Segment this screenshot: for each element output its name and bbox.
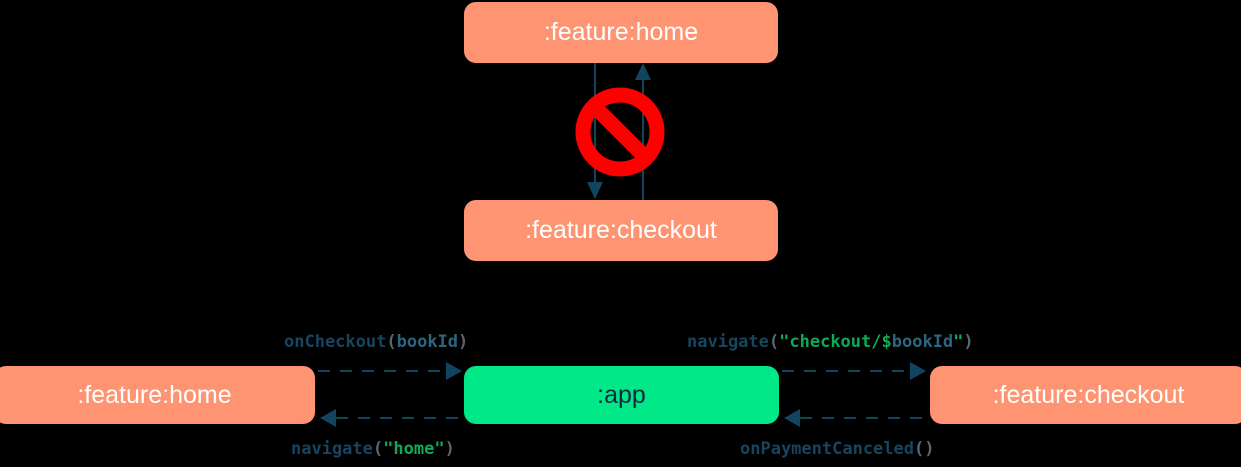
code-token-punct: ) <box>458 332 469 352</box>
node-label: :app <box>597 380 646 409</box>
code-token-punct: ( <box>386 332 397 352</box>
edge-app-to-checkout-arrowhead-icon <box>910 362 926 380</box>
node-label: :feature:checkout <box>525 216 717 244</box>
node-label: :feature:home <box>77 380 232 409</box>
edge-checkout-to-app-arrowhead-icon <box>784 409 800 427</box>
code-token-punct: ( <box>914 439 925 459</box>
node-label: :feature:checkout <box>992 380 1185 409</box>
edge-checkout-to-home-arrowhead-icon <box>635 63 651 80</box>
code-token-var: bookId <box>891 332 954 352</box>
edge-home-to-checkout-line <box>594 63 596 184</box>
code-token-str: "home" <box>383 439 445 459</box>
node-feature-checkout-top[interactable]: :feature:checkout <box>464 200 778 261</box>
edge-label-checkout-to-app: onPaymentCanceled() <box>740 441 935 458</box>
forbidden-icon <box>574 86 666 178</box>
code-token-punct: ) <box>924 439 935 459</box>
node-label: :feature:home <box>543 18 699 46</box>
edge-app-to-home-arrowhead-icon <box>320 409 336 427</box>
edge-home-to-app-line <box>318 370 446 372</box>
code-token-str: "checkout/ <box>779 332 882 352</box>
edge-label-app-to-home: navigate("home") <box>291 441 455 458</box>
edge-checkout-to-home-line <box>642 80 644 200</box>
code-token-fn: onPaymentCanceled <box>740 439 914 459</box>
edge-label-app-to-checkout: navigate("checkout/$bookId") <box>687 334 974 351</box>
code-token-fn: navigate <box>291 439 373 459</box>
edge-app-to-checkout-line <box>782 370 910 372</box>
edge-checkout-to-app-line <box>800 417 928 419</box>
code-token-var: bookId <box>396 332 459 352</box>
code-token-punct: ) <box>444 439 455 459</box>
code-token-punct: ( <box>372 439 384 459</box>
edge-label-home-to-app: onCheckout(bookId) <box>284 334 468 351</box>
edge-home-to-checkout-arrowhead-icon <box>587 182 603 199</box>
code-token-fn: navigate <box>687 332 769 352</box>
node-feature-checkout-bottom[interactable]: :feature:checkout <box>930 366 1241 424</box>
code-token-punct: ( <box>768 332 780 352</box>
node-feature-home-top[interactable]: :feature:home <box>464 2 778 63</box>
code-token-str: $ <box>881 332 892 352</box>
node-feature-home-bottom[interactable]: :feature:home <box>0 366 315 424</box>
edge-home-to-app-arrowhead-icon <box>446 362 462 380</box>
node-app[interactable]: :app <box>464 366 779 424</box>
code-token-str: " <box>953 332 964 352</box>
edge-app-to-home-line <box>336 417 464 419</box>
code-token-fn: onCheckout <box>284 332 387 352</box>
code-token-punct: ) <box>963 332 974 352</box>
